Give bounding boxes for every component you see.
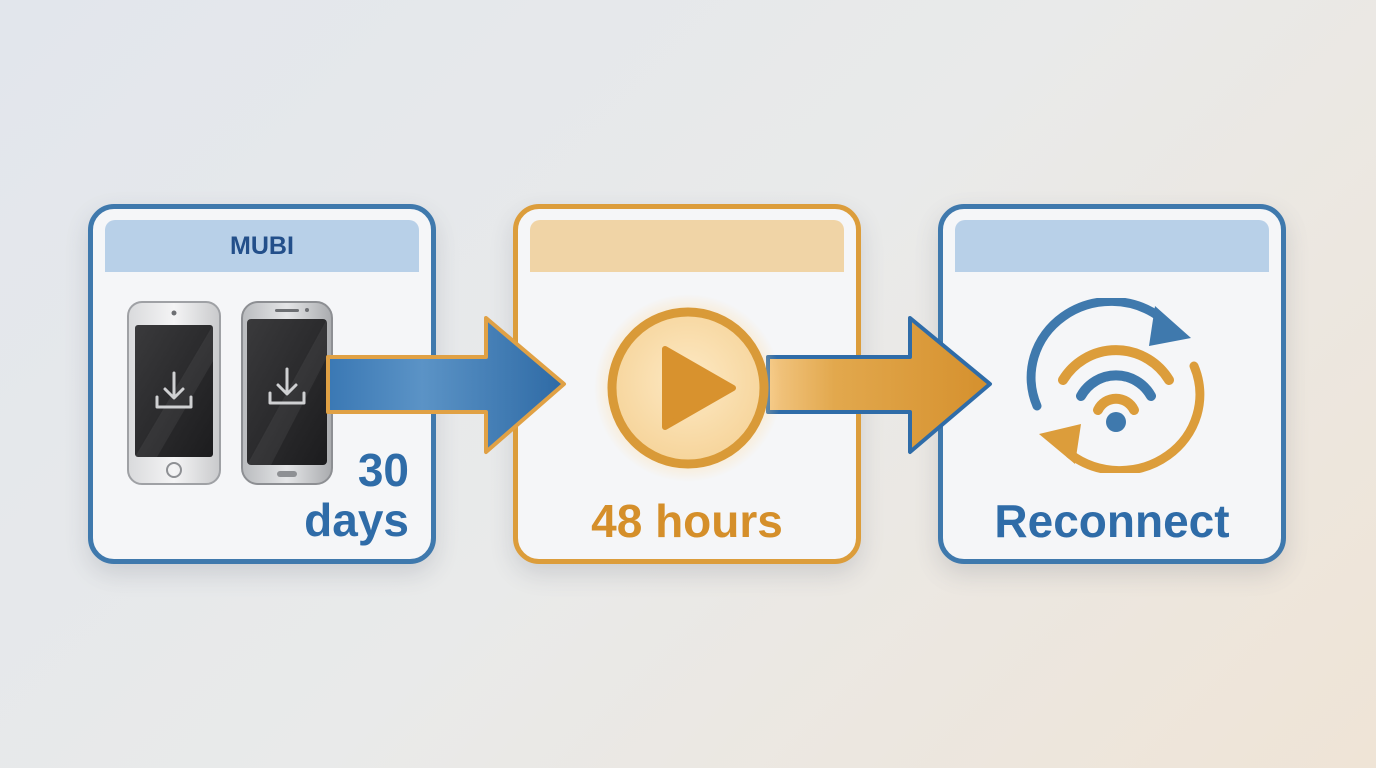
step-card-download: MUBI <box>88 204 436 564</box>
card-header <box>955 220 1269 272</box>
reconnect-label: Reconnect <box>994 495 1230 547</box>
card-header: MUBI <box>105 220 419 272</box>
wifi-sync-icon <box>1026 298 1205 473</box>
playback-window-label: 48 hours <box>591 495 783 547</box>
duration-days-value: 30 <box>357 444 409 496</box>
duration-days-unit: days <box>304 494 409 546</box>
iphone-download-icon <box>127 301 221 485</box>
play-icon <box>594 294 782 482</box>
header-label: MUBI <box>230 231 294 260</box>
card-header <box>530 220 844 272</box>
step-card-reconnect: Reconnect <box>938 204 1286 564</box>
android-download-icon <box>241 301 333 485</box>
